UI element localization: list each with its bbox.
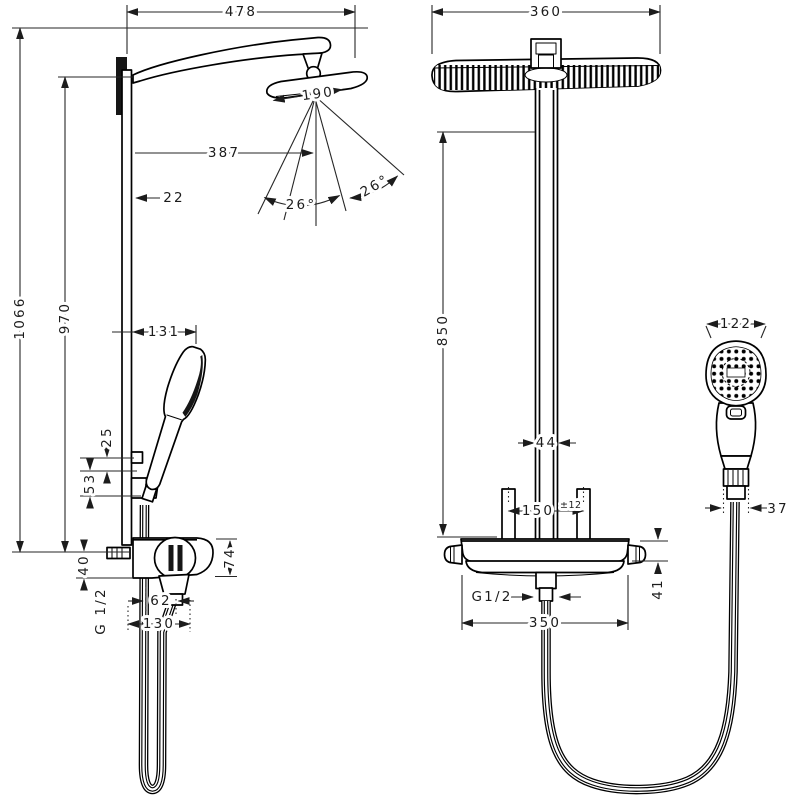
swivel-joint — [524, 67, 568, 83]
label-bar-height: 970 — [57, 302, 73, 334]
label-valve-height-side: 74 — [222, 547, 238, 569]
thermostat-front — [443, 538, 647, 602]
temperature-knob — [153, 536, 197, 580]
logo-plate — [726, 367, 746, 378]
label-supply-tolerance: ±12 — [560, 500, 582, 511]
label-spray-reach: 387 — [208, 145, 240, 161]
front-view — [431, 38, 767, 795]
label-inlet-drop: 40 — [76, 554, 92, 576]
shower-hose-side — [138, 504, 179, 795]
hose-outlet — [535, 571, 557, 590]
wall-bracket-front — [530, 38, 562, 69]
label-bar-length: 850 — [435, 314, 451, 346]
label-bar-offset: 22 — [163, 190, 185, 206]
label-overhead-width: 360 — [530, 4, 562, 20]
supply-inlet-side — [106, 546, 131, 560]
label-supply-centers: 150 — [522, 503, 554, 519]
label-valve-width: 350 — [529, 615, 561, 631]
valve-outlet-side — [158, 573, 190, 596]
left-knob — [443, 544, 463, 565]
label-overall-height: 1066 — [12, 296, 28, 339]
label-outlet-thread: G1/2 — [472, 589, 513, 605]
shower-bar-front — [534, 88, 559, 540]
label-outlet-offset: 62 — [150, 593, 172, 609]
label-spray-angle-outer: 26° — [358, 171, 392, 200]
hand-shower-side — [141, 345, 207, 503]
cone-nut — [722, 468, 750, 487]
label-holder-spacing-upper: 25 — [99, 426, 115, 448]
hand-shower-front — [705, 340, 767, 500]
spray-fan — [257, 96, 405, 226]
shower-hose-front — [541, 501, 740, 795]
label-valve-height-front: 41 — [650, 578, 666, 600]
right-knob — [627, 544, 647, 565]
label-handshower-width: 122 — [720, 316, 752, 332]
label-valve-depth: 130 — [143, 616, 175, 632]
label-spray-angle-inner: 26° — [286, 197, 317, 213]
overhead-shower-front — [431, 57, 662, 93]
select-button — [725, 405, 747, 420]
label-arm-length: 478 — [225, 4, 257, 20]
label-overhead-width-side: 190 — [301, 84, 335, 104]
dimension-labels: 478 190 387 22 26° 26° 1066 970 131 25 5… — [9, 1, 790, 638]
thermostat-side — [132, 536, 214, 606]
dim-overhead-width-side — [272, 87, 343, 103]
label-bar-width: 44 — [536, 435, 558, 451]
label-hose-nut-width: 37 — [767, 501, 789, 517]
label-holder-spacing-lower: 53 — [82, 473, 98, 495]
label-inlet-thread: G 1/2 — [93, 587, 109, 634]
front-view-dimensions — [431, 5, 767, 630]
label-handshower-reach: 131 — [148, 324, 180, 340]
shower-arm — [132, 36, 332, 84]
side-profile-view — [106, 36, 405, 795]
dim-spray-angle-inner — [263, 195, 341, 207]
dim-spray-angle-outer — [349, 175, 399, 202]
shower-bar-side — [121, 69, 133, 546]
side-view-dimensions — [12, 5, 399, 632]
